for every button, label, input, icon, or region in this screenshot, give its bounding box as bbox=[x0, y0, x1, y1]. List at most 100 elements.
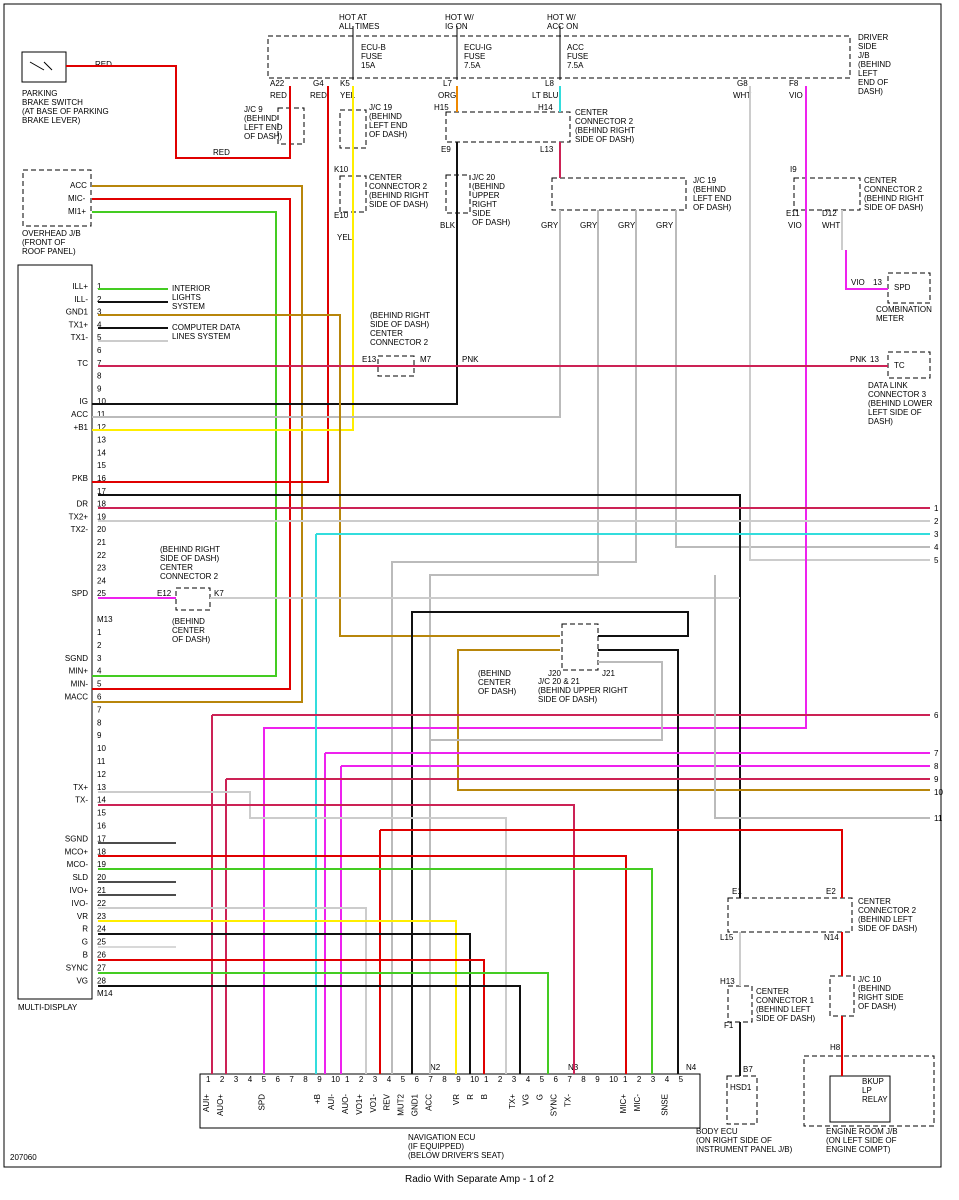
nav-pin-number: 3 bbox=[512, 1075, 517, 1084]
driver-side-jb-box bbox=[267, 35, 851, 79]
conn-n14: N14 bbox=[824, 933, 839, 942]
conn-m14: M14 bbox=[97, 989, 113, 998]
md-pin-number: 22 bbox=[97, 899, 106, 908]
md-pin-label: MIN+ bbox=[69, 667, 89, 676]
nav-pin-number: 10 bbox=[470, 1075, 479, 1084]
overhead-pin-mic: MIC- bbox=[68, 194, 86, 203]
nav-pin-label: ACC bbox=[424, 1094, 433, 1111]
md-pin-number: 3 bbox=[97, 654, 102, 663]
wire-ig-blk bbox=[92, 142, 458, 405]
conn-g4: G4 bbox=[313, 79, 324, 88]
md-pin-label: IVO+ bbox=[70, 886, 89, 895]
md-pin-label: VR bbox=[77, 912, 88, 921]
md-pin-number: 2 bbox=[97, 295, 102, 304]
tc-label: TC bbox=[894, 361, 905, 370]
md-pin-label: TX+ bbox=[73, 783, 88, 792]
wire-brn-10 bbox=[457, 649, 930, 791]
conn-g8: G8 bbox=[737, 79, 748, 88]
overhead-jb-box bbox=[22, 169, 92, 227]
md-pin-label: +B1 bbox=[74, 423, 89, 432]
top-wire-wht: WHT bbox=[733, 91, 751, 100]
md-pin-number: 20 bbox=[97, 525, 106, 534]
nav-pin-label: AUO- bbox=[341, 1094, 350, 1114]
md-pin-label: TX1+ bbox=[69, 320, 89, 329]
md-pin-number: 11 bbox=[97, 410, 106, 419]
md-pin-number: 9 bbox=[97, 384, 102, 393]
cc2-mid-box bbox=[377, 355, 415, 377]
md-pin-number: 3 bbox=[97, 308, 102, 317]
navigation-ecu-label: NAVIGATION ECU(IF EQUIPPED)(BELOW DRIVER… bbox=[408, 1133, 504, 1160]
cc2-spd-box bbox=[175, 587, 211, 611]
wire-vr-yel bbox=[98, 920, 457, 1074]
md-pin-number: 26 bbox=[97, 951, 106, 960]
nav-pin-number: 5 bbox=[679, 1075, 684, 1084]
md-pin-label: SGND bbox=[65, 834, 88, 843]
md-pin-label: B bbox=[83, 951, 88, 960]
cc2a-box bbox=[445, 111, 571, 143]
nav-pin-number: 9 bbox=[317, 1075, 322, 1084]
nav-pin-number: 9 bbox=[456, 1075, 461, 1084]
ref-number: 7 bbox=[934, 749, 939, 758]
cc2c-box bbox=[793, 177, 861, 211]
ref-number: 8 bbox=[934, 762, 939, 771]
conn-h8: H8 bbox=[830, 1043, 841, 1052]
nav-pin-number: 2 bbox=[637, 1075, 642, 1084]
md-pin-label: MIN- bbox=[71, 680, 89, 689]
conn-l8: L8 bbox=[545, 79, 554, 88]
wire-acc-gry bbox=[92, 210, 561, 418]
md-pin-number: 1 bbox=[97, 282, 102, 291]
md-pin-label: DR bbox=[76, 500, 88, 509]
nav-pin-label: VR bbox=[452, 1094, 461, 1105]
md-pin-number: 25 bbox=[97, 938, 106, 947]
ref-number: 6 bbox=[934, 711, 939, 720]
spd-label: SPD bbox=[894, 283, 911, 292]
multi-display-box bbox=[17, 264, 93, 1000]
wire-gry-3 bbox=[391, 210, 637, 1074]
nav-pin-label: MIC- bbox=[633, 1094, 642, 1112]
conn-j20: J20 bbox=[548, 669, 561, 678]
nav-pin-label: TX+ bbox=[508, 1094, 517, 1109]
md-pin-number: 25 bbox=[97, 589, 106, 598]
md-pin-number: 21 bbox=[97, 886, 106, 895]
nav-pin-label: AUI- bbox=[327, 1094, 336, 1110]
ref-number: 9 bbox=[934, 775, 939, 784]
nav-pin-number: 10 bbox=[609, 1075, 618, 1084]
nav-pin-number: 7 bbox=[428, 1075, 433, 1084]
conn-l15: L15 bbox=[720, 933, 734, 942]
md-pin-number: 4 bbox=[97, 667, 102, 676]
overhead-pin-mi1: MI1+ bbox=[68, 207, 86, 216]
md-pin-label: SPD bbox=[72, 589, 89, 598]
nav-pin-number: 2 bbox=[220, 1075, 225, 1084]
diagram-frame bbox=[3, 3, 942, 1168]
cm-wire-vio: VIO bbox=[851, 278, 865, 287]
md-pin-number: 1 bbox=[97, 628, 102, 637]
hsd1-label: HSD1 bbox=[730, 1083, 752, 1092]
top-wire-vio: VIO bbox=[789, 91, 803, 100]
nav-pin-number: 2 bbox=[359, 1075, 364, 1084]
md-pin-number: 23 bbox=[97, 564, 106, 573]
wire-pnk-mid: PNK bbox=[462, 355, 479, 364]
nav-pin-label: AUI+ bbox=[202, 1094, 211, 1112]
wire-b-red bbox=[98, 959, 485, 1074]
wire-gry-a1: GRY bbox=[541, 221, 559, 230]
wire-wht-d12: WHT bbox=[822, 221, 840, 230]
conn-d12: D12 bbox=[822, 209, 837, 218]
wire-whtblk bbox=[598, 649, 679, 1074]
md-pin-number: 15 bbox=[97, 461, 106, 470]
ref-number: 2 bbox=[934, 517, 939, 526]
wire-gnd-brn bbox=[98, 314, 560, 637]
conn-l13: L13 bbox=[540, 145, 554, 154]
conn-k5: K5 bbox=[340, 79, 350, 88]
jc20-21-box bbox=[561, 623, 599, 671]
nav-pin-number: 10 bbox=[331, 1075, 340, 1084]
md-pin-number: 21 bbox=[97, 538, 106, 547]
